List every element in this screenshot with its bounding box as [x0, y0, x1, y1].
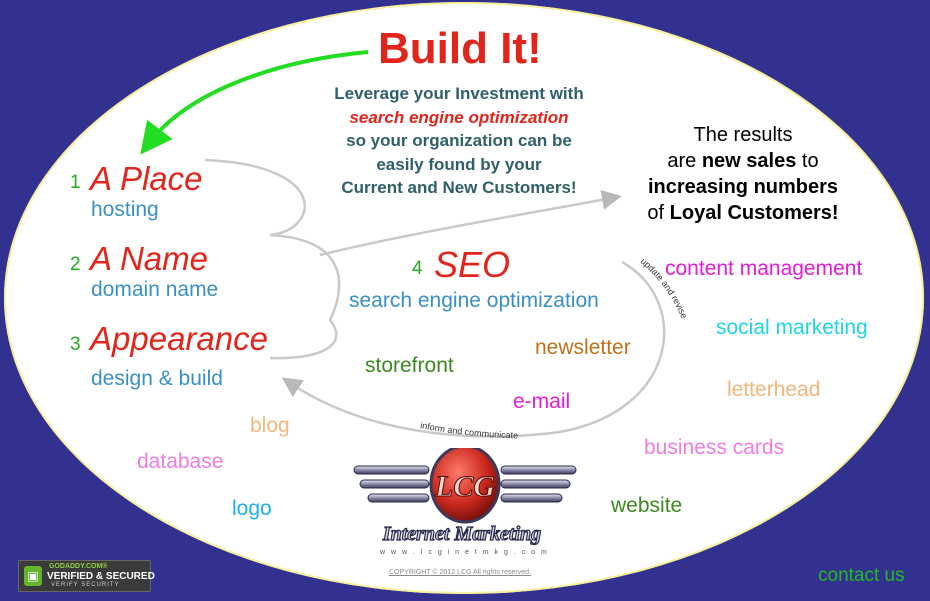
service-blog: blog — [250, 414, 290, 437]
service-business-cards: business cards — [644, 436, 785, 459]
results-line-2-pre: are — [667, 150, 702, 172]
contact-us-link[interactable]: contact us — [818, 565, 905, 586]
leverage-statement: Leverage your Investment with search eng… — [300, 82, 618, 200]
results-line-1: The results — [693, 124, 793, 146]
results-loyal-customers: Loyal Customers! — [669, 202, 839, 224]
service-website: website — [611, 494, 683, 517]
step-1-number: 1 — [70, 172, 81, 193]
service-email: e-mail — [513, 390, 571, 413]
lcg-mark: LCG — [434, 470, 495, 503]
verified-secured-seal[interactable]: ▣ GODADDY.COM® VERIFIED & SECURED VERIFY… — [18, 560, 155, 592]
step-3-heading: Appearance — [90, 320, 268, 357]
results-line-3: increasing numbers — [647, 176, 839, 198]
seo-heading: SEO — [434, 244, 511, 285]
results-line-2-post: to — [796, 150, 819, 172]
leverage-highlight: search engine optimization — [349, 107, 569, 127]
results-line-4: of Loyal Customers! — [620, 200, 866, 226]
lcg-logo: LCG Internet Marketing — [350, 444, 580, 560]
results-statement: The results are new sales to increasing … — [620, 122, 866, 226]
inform-and-communicate-label: inform and communicate — [420, 420, 519, 440]
service-social-marketing: social marketing — [716, 316, 868, 339]
lock-icon: ▣ — [24, 566, 42, 586]
copyright-link[interactable]: COPYRIGHT © 2012 LCG All rights reserved… — [389, 569, 531, 576]
service-newsletter: newsletter — [535, 336, 631, 359]
results-new-sales: new sales — [701, 150, 797, 172]
step-2-number: 2 — [70, 254, 81, 275]
leverage-line-3: so your organization can be — [346, 131, 572, 150]
lcg-wordmark: Internet Marketing — [382, 523, 541, 545]
results-line-2: are new sales to — [620, 148, 866, 174]
logo-url: w w w . l c g i n e t m k g . c o m — [380, 549, 549, 556]
leverage-line-5: Current and New Customers! — [341, 178, 577, 197]
seal-brand: GODADDY.COM® — [49, 563, 108, 570]
leverage-line-4: easily found by your — [376, 154, 542, 174]
seal-sub: VERIFY SECURITY — [51, 582, 120, 588]
service-storefront: storefront — [365, 354, 454, 377]
service-logo: logo — [232, 497, 272, 520]
step-2-heading: A Name — [90, 240, 208, 277]
green-arrow — [140, 50, 369, 155]
gray-cycle-arc — [281, 260, 666, 438]
service-content-management: content management — [665, 257, 863, 280]
service-letterhead: letterhead — [727, 378, 821, 401]
step-1-heading: A Place — [90, 160, 203, 197]
step-3-sub: design & build — [91, 367, 223, 390]
service-database: database — [137, 450, 224, 473]
lcg-logo-graphic: LCG Internet Marketing — [353, 444, 577, 546]
step-1-sub: hosting — [91, 198, 159, 221]
step-3-number: 3 — [70, 334, 81, 355]
gray-arrow-to-results — [319, 189, 622, 257]
page-title: Build It! — [378, 24, 542, 73]
seo-sub: search engine optimization — [349, 289, 599, 312]
step-4-number: 4 — [412, 258, 423, 279]
seal-main: VERIFIED & SECURED — [47, 571, 155, 582]
leverage-line-1: Leverage your Investment with — [334, 84, 584, 103]
step-2-sub: domain name — [91, 278, 219, 301]
results-line-4-pre: of — [647, 202, 670, 224]
